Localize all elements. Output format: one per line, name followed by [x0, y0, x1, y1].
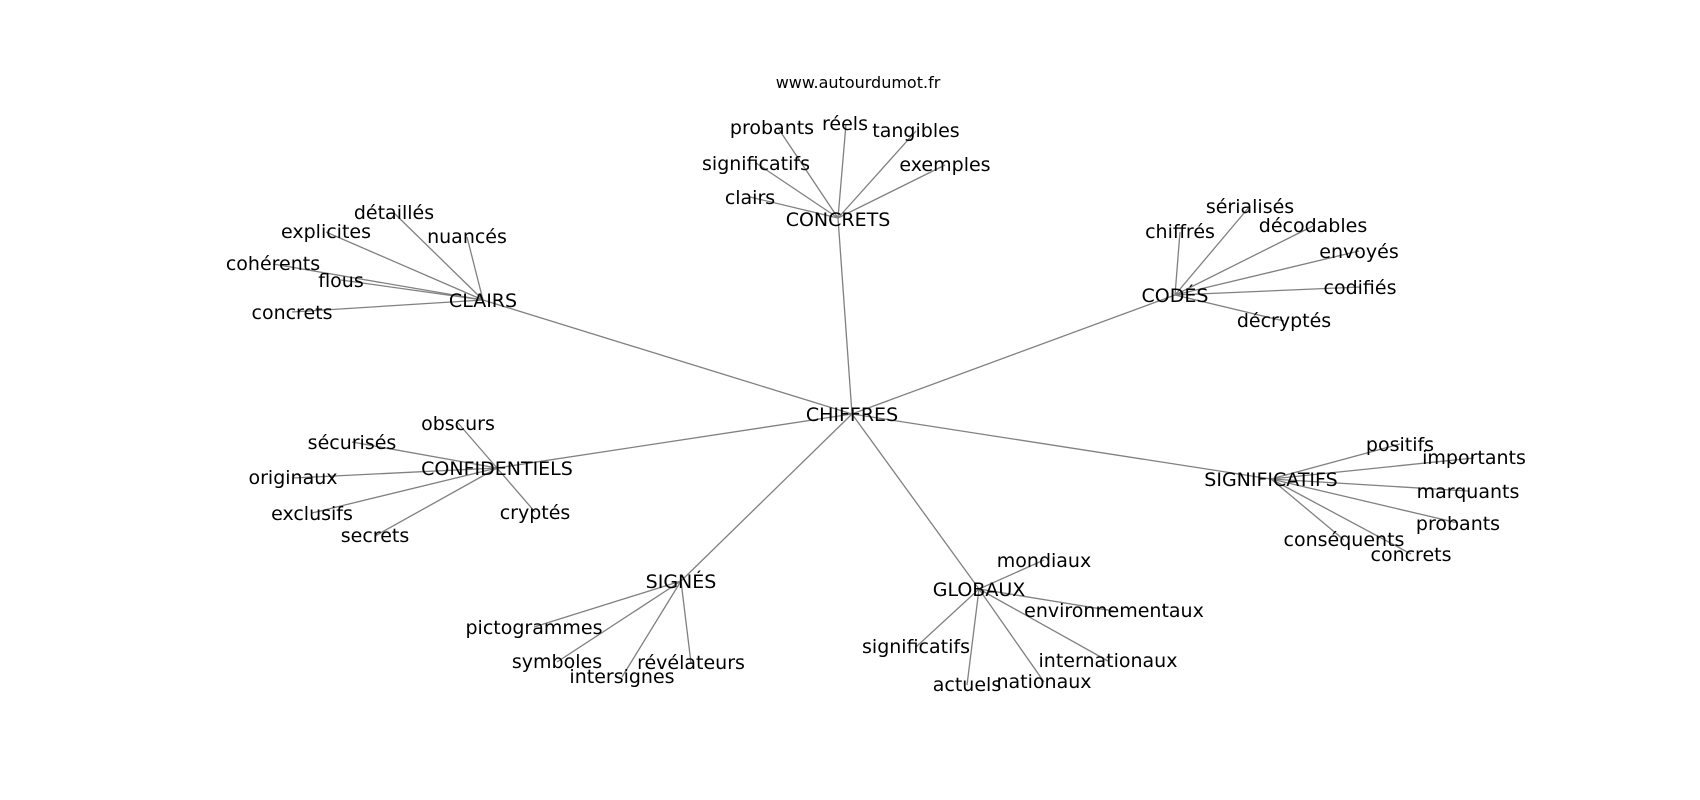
hub-node: GLOBAUX: [933, 579, 1026, 601]
edge-hub-leaf: [1174, 286, 1361, 296]
leaf-node: mondiaux: [997, 550, 1091, 572]
edge-hub-leaf: [393, 212, 484, 301]
edge-hub-leaf: [621, 580, 682, 678]
leaf-node: originaux: [248, 467, 337, 489]
leaf-node: envoyés: [1319, 241, 1398, 263]
leaf-node: exclusifs: [271, 503, 353, 525]
leaf-node: conséquents: [1284, 529, 1405, 551]
leaf-node: marquants: [1417, 481, 1520, 503]
edge-hub-leaf: [915, 588, 980, 648]
edge-hub-leaf: [466, 236, 484, 301]
leaf-node: probants: [1416, 513, 1500, 535]
leaf-node: nationaux: [996, 671, 1091, 693]
edge-hub-leaf: [374, 467, 498, 537]
leaf-node: tangibles: [872, 120, 959, 142]
edge-hub-leaf: [978, 588, 1109, 662]
leaf-node: sécurisés: [308, 432, 397, 454]
leaf-node: clairs: [725, 187, 775, 209]
leaf-node: secrets: [341, 525, 409, 547]
edge-hub-leaf: [680, 580, 692, 664]
leaf-node: symboles: [512, 651, 602, 673]
watermark: www.autourdumot.fr: [776, 73, 941, 92]
edge-center-hub: [837, 217, 853, 415]
edge-hub-leaf: [1270, 478, 1412, 555]
edge-hub-leaf: [272, 263, 484, 301]
edge-hub-leaf: [1174, 205, 1251, 296]
edge-center-hub: [851, 413, 980, 590]
leaf-node: significatifs: [862, 636, 970, 658]
leaf-node: obscurs: [421, 413, 495, 435]
edge-hub-leaf: [1270, 478, 1469, 492]
edge-center-hub: [496, 413, 853, 469]
leaf-node: nuancés: [427, 226, 507, 248]
leaf-node: explicites: [281, 221, 371, 243]
hub-node: CONCRETS: [786, 209, 891, 231]
leaf-node: importants: [1422, 447, 1526, 469]
edge-hub-leaf: [292, 467, 498, 479]
leaf-node: sérialisés: [1206, 196, 1294, 218]
edge-hub-leaf: [1174, 225, 1314, 296]
leaf-node: pictogrammes: [466, 617, 603, 639]
leaf-node: chiffrés: [1145, 221, 1215, 243]
leaf-node: cryptés: [500, 502, 571, 524]
leaf-node: probants: [730, 117, 814, 139]
edge-hub-leaf: [837, 123, 847, 219]
edge-hub-leaf: [749, 196, 839, 219]
edge-hub-leaf: [325, 231, 484, 301]
edge-hub-leaf: [978, 588, 1115, 612]
leaf-node: environnementaux: [1024, 600, 1204, 622]
edge-hub-leaf: [755, 162, 839, 219]
leaf-node: exemples: [899, 154, 990, 176]
hub-node: CONFIDENTIELS: [421, 458, 573, 480]
edge-hub-leaf: [1174, 250, 1360, 296]
edge-hub-leaf: [496, 467, 536, 513]
leaf-node: intersignes: [569, 666, 674, 688]
leaf-node: décodables: [1259, 215, 1367, 237]
center-node: CHIFFRES: [806, 404, 898, 426]
leaf-node: cohérents: [226, 253, 320, 275]
hub-node: SIGNIFICATIFS: [1204, 469, 1337, 491]
edge-hub-leaf: [777, 127, 839, 219]
edge-hub-leaf: [837, 130, 917, 219]
edge-center-hub: [851, 294, 1176, 415]
edge-hub-leaf: [311, 467, 498, 514]
hub-node: CODÉS: [1142, 284, 1209, 307]
leaf-node: internationaux: [1039, 650, 1178, 672]
edge-center-hub: [851, 413, 1272, 480]
edge-hub-leaf: [978, 559, 1045, 590]
edge-hub-leaf: [1270, 457, 1475, 480]
edge-hub-leaf: [1270, 478, 1459, 524]
leaf-node: codifiés: [1324, 277, 1397, 299]
edge-hub-leaf: [291, 299, 484, 313]
edge-hub-leaf: [533, 580, 682, 628]
leaf-node: actuels: [933, 674, 1001, 696]
edge-center-hub: [482, 299, 853, 415]
leaf-node: significatifs: [702, 153, 810, 175]
edge-hub-leaf: [978, 588, 1045, 683]
edge-hub-leaf: [1270, 478, 1345, 541]
leaf-node: révélateurs: [637, 652, 745, 674]
edge-center-hub: [680, 413, 853, 582]
edge-hub-leaf: [556, 580, 682, 663]
edge-hub-leaf: [837, 164, 946, 219]
edge-hub-leaf: [966, 588, 980, 686]
leaf-node: détaillés: [354, 202, 434, 224]
edge-hub-leaf: [1174, 231, 1181, 296]
leaf-node: décryptés: [1237, 310, 1331, 332]
hub-node: CLAIRS: [449, 290, 517, 312]
edge-hub-leaf: [457, 422, 498, 469]
leaf-node: positifs: [1366, 434, 1434, 456]
edge-hub-leaf: [351, 441, 498, 469]
hub-node: SIGNÉS: [646, 570, 717, 593]
leaf-node: flous: [318, 270, 364, 292]
leaf-node: réels: [822, 113, 868, 135]
edge-hub-leaf: [1270, 443, 1401, 480]
edge-hub-leaf: [1174, 294, 1285, 322]
leaf-node: concrets: [252, 302, 333, 324]
graph-edges: [272, 123, 1475, 686]
edge-hub-leaf: [340, 279, 484, 301]
leaf-node: concrets: [1371, 544, 1452, 566]
